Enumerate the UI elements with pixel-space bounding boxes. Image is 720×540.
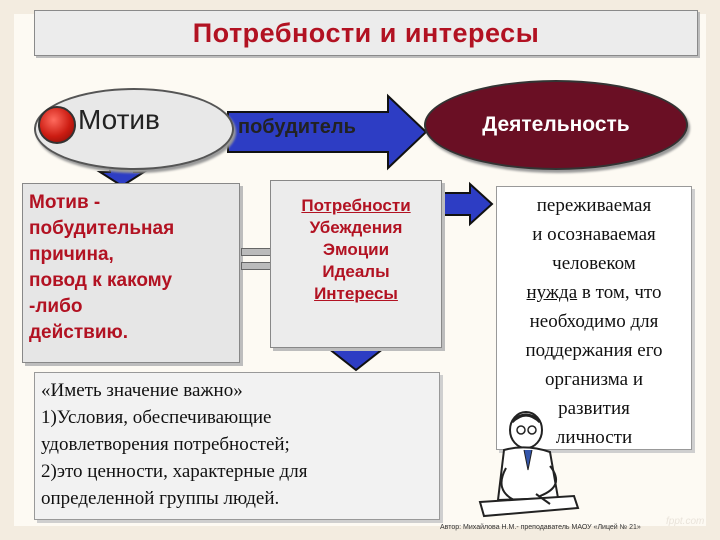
needs-item: Убеждения — [309, 218, 403, 237]
need-def-line: необходимо для — [529, 311, 659, 332]
need-definition-box: переживаемая и осознаваемая человеком ну… — [496, 186, 692, 450]
definition-line: -либо — [29, 296, 83, 317]
equals-sign — [241, 248, 271, 274]
quote-line: 1)Условия, обеспечивающие — [41, 407, 272, 428]
need-keyword: нужда — [526, 282, 578, 303]
motive-to-activity-arrow — [227, 93, 428, 171]
need-def-line: переживаемая — [536, 195, 652, 216]
quote-line: «Иметь значение важно» — [41, 380, 243, 401]
activity-oval: Деятельность — [424, 80, 688, 170]
quote-line: удовлетворения потребностей; — [41, 434, 290, 455]
definition-line: действию. — [29, 322, 129, 343]
needs-item: Эмоции — [322, 240, 390, 259]
definition-line: Мотив - — [29, 192, 101, 213]
writing-person-icon — [478, 411, 580, 518]
need-def-line: нужда в том, что — [497, 278, 691, 307]
motive-label: Мотив — [78, 104, 160, 135]
needs-item: Потребности — [301, 196, 411, 215]
need-def-line: поддержания его — [525, 340, 663, 361]
needs-item: Идеалы — [322, 262, 390, 281]
motive-definition-box: Мотив - побудительная причина, повод к к… — [22, 183, 240, 363]
needs-item: Интересы — [314, 284, 398, 303]
quote-line: определенной группы людей. — [41, 488, 280, 509]
definition-line: причина, — [29, 244, 114, 265]
quote-line: 2)это ценности, характерные для — [41, 461, 308, 482]
author-footer: Автор: Михайлова Н.М.- преподаватель МАО… — [440, 524, 641, 531]
need-def-line: и осознаваемая — [532, 224, 656, 245]
need-def-line: организма и — [544, 369, 644, 390]
needs-to-definition-arrow — [443, 181, 494, 227]
definition-line: побудительная — [29, 218, 175, 239]
interests-quote-box: «Иметь значение важно» 1)Условия, обеспе… — [34, 372, 440, 520]
need-def-line: личности — [555, 427, 633, 448]
need-def-line: развития — [558, 398, 630, 419]
need-def-rest: в том, что — [577, 282, 662, 303]
arrow-label: побудитель — [238, 116, 356, 138]
needs-list-box: Потребности Убеждения Эмоции Идеалы Инте… — [270, 180, 442, 348]
definition-line: повод к какому — [29, 270, 173, 291]
need-def-line: человеком — [552, 253, 636, 274]
watermark: fppt.com — [666, 516, 705, 527]
red-bullet-icon — [38, 106, 76, 144]
slide-title: Потребности и интересы — [34, 10, 698, 56]
